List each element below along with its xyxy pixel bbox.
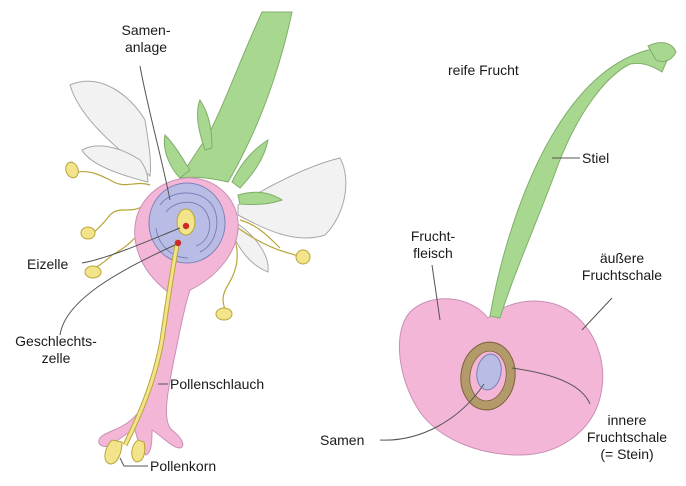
label-fruchtfleisch-line2: fleisch [398,245,468,262]
embryo-sac [177,209,195,235]
label-aeussere-line2: Fruchtschale [566,267,678,284]
label-innere-line1: innere [572,412,682,429]
label-aeussere-line1: äußere [566,250,678,267]
label-innere-line2: Fruchtschale [572,429,682,446]
leader-aeussere [582,298,612,330]
sepal-left [164,135,190,178]
label-pollenschlauch: Pollenschlauch [170,376,264,393]
flower-stem [180,12,292,182]
anther-5 [296,250,310,264]
anther-3 [85,266,101,278]
anther-1 [64,160,81,179]
label-samen: Samen [320,432,364,449]
sperm-cell-dot [175,240,181,246]
label-stiel: Stiel [582,150,609,167]
label-fruchtfleisch: Frucht- fleisch [398,228,468,262]
label-geschlechtszelle-line2: zelle [8,350,104,367]
label-pollenkorn: Pollenkorn [150,458,216,475]
sepal-mid [198,100,212,150]
label-geschlechtszelle-line1: Geschlechts- [8,333,104,350]
label-samenanlage-line1: Samen- [110,22,182,39]
flower-group [60,12,346,466]
label-innere-line3: (= Stein) [572,446,682,463]
label-reife-frucht: reife Frucht [448,62,519,79]
label-aeussere-fruchtschale: äußere Fruchtschale [566,250,678,284]
label-innere-fruchtschale: innere Fruchtschale (= Stein) [572,412,682,463]
label-fruchtfleisch-line1: Frucht- [398,228,468,245]
egg-cell-dot [183,223,189,229]
label-samenanlage-line2: anlage [110,39,182,56]
anther-4 [216,308,232,320]
label-geschlechtszelle: Geschlechts- zelle [8,333,104,367]
pollen-grain-2 [132,440,145,462]
label-samenanlage: Samen- anlage [110,22,182,56]
anther-2 [81,227,95,239]
label-eizelle: Eizelle [27,256,68,273]
